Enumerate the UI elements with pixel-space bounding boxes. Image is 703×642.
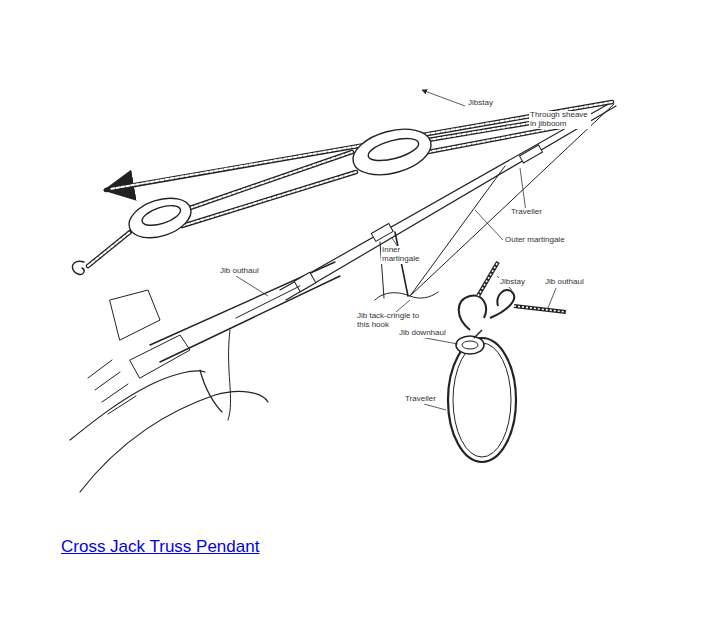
- part-label: Traveller: [404, 395, 437, 404]
- part-label: Jib outhaul: [219, 267, 260, 276]
- part-label: Jib tack-cringle to this hook: [356, 312, 422, 330]
- hull-outline: [80, 391, 268, 492]
- outhaul-fall: [228, 330, 231, 420]
- part-label: Jib downhaul: [398, 329, 447, 338]
- part-label: Traveller: [510, 208, 543, 217]
- hook: [72, 261, 84, 274]
- inner-martingale: [410, 166, 505, 296]
- part-label: Jibstay: [467, 99, 494, 108]
- leader-lines: [236, 90, 556, 410]
- deck-planks: [88, 360, 136, 414]
- part-label: Through sheave in jibboom: [529, 111, 591, 129]
- part-label: Outer martingale: [504, 236, 566, 245]
- blocks: [124, 121, 436, 245]
- traveller-detail: [448, 262, 566, 462]
- part-label: Inner martingale: [381, 246, 423, 264]
- bowsprit: [150, 262, 340, 362]
- jib-outhaul-line: [236, 286, 300, 318]
- part-label: Jib outhaul: [544, 278, 585, 287]
- link-text: Cross Jack Truss Pendant: [60, 537, 260, 557]
- part-label: Jibstay: [499, 278, 526, 287]
- traveller-on-boom: [519, 145, 542, 163]
- bitts: [110, 290, 160, 340]
- martingale-stays: [375, 292, 438, 300]
- boom-band: [371, 224, 393, 242]
- stem: [200, 370, 222, 412]
- bow-rail: [70, 371, 205, 440]
- ropes: [88, 102, 612, 266]
- cap: [130, 335, 190, 378]
- dolphin-striker: [395, 232, 408, 296]
- boom-iron: [294, 272, 316, 291]
